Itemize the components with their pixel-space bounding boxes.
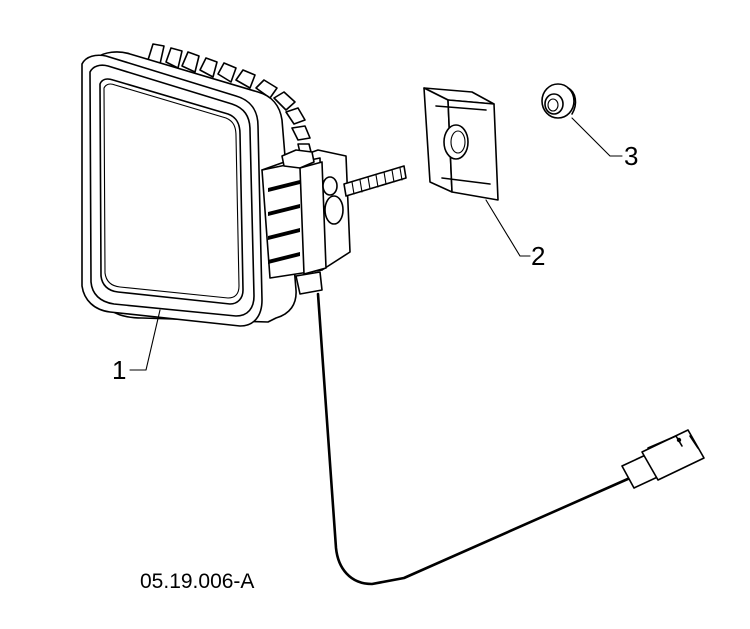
drawing-code: 05.19.006-A (140, 570, 254, 593)
callout-2: 2 (485, 199, 545, 271)
callout-1: 1 (112, 309, 161, 385)
mounting-bracket-nut (423, 87, 499, 201)
bezel-inner-ring (89, 64, 255, 317)
washer-nut (541, 83, 577, 119)
work-light (81, 43, 407, 327)
callout-3: 3 (571, 117, 638, 171)
callout-3-label: 3 (624, 141, 638, 171)
lens (99, 78, 244, 305)
side-bracket (261, 149, 351, 295)
callout-2-label: 2 (531, 241, 545, 271)
cable (316, 292, 632, 586)
cable-connector (621, 429, 705, 489)
threaded-stud (343, 165, 407, 197)
callout-1-label: 1 (112, 355, 126, 385)
